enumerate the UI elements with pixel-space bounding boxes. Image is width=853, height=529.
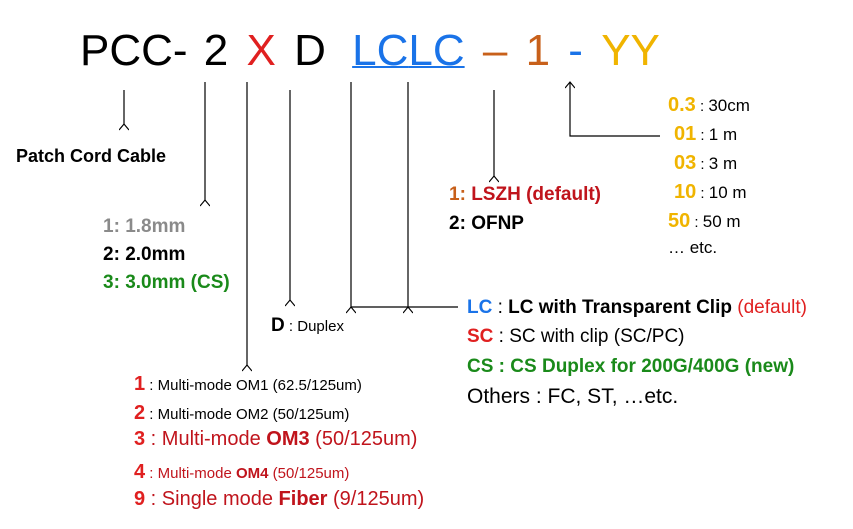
fiber-code: 2 [134, 402, 146, 424]
connector-default-note: (default) [731, 297, 807, 318]
diameter-code: 1 [103, 216, 114, 237]
connector-text: LC with Transparent Clip [508, 297, 732, 318]
code-duplex-letter: D [294, 26, 326, 75]
code-dash-1: – [482, 26, 508, 75]
length-text: 30cm [708, 96, 750, 115]
code-dash-2: - [568, 26, 583, 75]
jacket-text: OFNP [471, 213, 524, 234]
length-code: 50 [668, 210, 691, 232]
length-item-10: 10 : 10 m [674, 181, 747, 203]
code-cable-letter: X [246, 26, 276, 75]
fiber-item-9: 9 : Single mode Fiber (9/125um) [134, 488, 425, 510]
diameter-text: 3.0mm (CS) [125, 272, 230, 293]
connector-text: CS Duplex for 200G/400G (new) [510, 356, 795, 377]
length-item-03: 03 : 3 m [674, 152, 738, 174]
length-text: 10 m [708, 183, 747, 202]
code-conn-a: LC [352, 26, 409, 75]
diameter-code: 3 [103, 272, 114, 293]
fiber-code: 9 [134, 488, 146, 510]
diameter-text: 2.0mm [125, 244, 186, 265]
jacket-text: LSZH (default) [471, 184, 602, 205]
length-code: 10 [674, 181, 697, 203]
connector-item-sc: SC : SC with clip (SC/PC) [467, 326, 685, 347]
length-item-50: 50 : 50 m [668, 210, 741, 232]
jacket-item-2: 2: OFNP [449, 213, 524, 234]
length-code: 0.3 [668, 94, 696, 116]
patch-cord-label: Patch Cord Cable [16, 146, 167, 166]
jacket-code: 2 [449, 213, 460, 234]
duplex-item: D : Duplex [271, 315, 344, 336]
connector-item-lc: LC : LC with Transparent Clip (default) [467, 297, 807, 318]
connector-item-others: Others : FC, ST, …etc. [467, 385, 679, 408]
fiber-code: 4 [134, 461, 146, 483]
duplex-code: D [271, 315, 285, 336]
fiber-item-2: 2 : Multi-mode OM2 (50/125um) [134, 402, 350, 424]
connector-code: LC [467, 297, 493, 318]
fiber-text: Multi-mode OM1 (62.5/125um) [157, 377, 362, 394]
fiber-text: Multi-mode OM2 (50/125um) [157, 406, 350, 423]
length-item-01: 01 : 1 m [674, 123, 738, 145]
connector-item-cs: CS : CS Duplex for 200G/400G (new) [467, 356, 795, 377]
jacket-item-1: 1: LSZH (default) [449, 184, 602, 205]
connector-code: SC [467, 326, 494, 347]
code-fiber-digit: 2 [203, 26, 229, 75]
code-jacket-digit: 1 [525, 26, 551, 75]
fiber-item-1: 1 : Multi-mode OM1 (62.5/125um) [134, 373, 362, 395]
diameter-text: 1.8mm [125, 216, 186, 237]
code-conn-b: LC [408, 26, 465, 75]
diameter-item-2: 2: 2.0mm [103, 244, 186, 265]
connector-text: SC with clip (SC/PC) [509, 326, 685, 347]
length-item-0.3: 0.3 : 30cm [668, 94, 750, 116]
connector-code: CS [467, 356, 494, 377]
length-text: 3 m [708, 154, 738, 173]
duplex-text: Duplex [297, 318, 344, 335]
diameter-item-3: 3: 3.0mm (CS) [103, 272, 230, 293]
diameter-item-1: 1: 1.8mm [103, 216, 186, 237]
jacket-code: 1 [449, 184, 460, 205]
length-code: 03 [674, 152, 697, 174]
fiber-code: 3 [134, 428, 146, 450]
fiber-item-3: 3 : Multi-mode OM3 (50/125um) [134, 428, 418, 450]
part-number-code: PCC- 2 X D LCLC – 1 - YY [80, 26, 660, 76]
diameter-code: 2 [103, 244, 114, 265]
code-prefix: PCC- [80, 26, 188, 75]
fiber-item-4: 4 : Multi-mode OM4 (50/125um) [134, 461, 350, 483]
arrow-length [570, 82, 660, 137]
fiber-code: 1 [134, 373, 146, 395]
code-length: YY [601, 26, 660, 75]
length-code: 01 [674, 123, 697, 145]
length-item-etc: … etc. [668, 238, 718, 257]
length-text: 50 m [702, 212, 741, 231]
length-text: 1 m [708, 125, 738, 144]
